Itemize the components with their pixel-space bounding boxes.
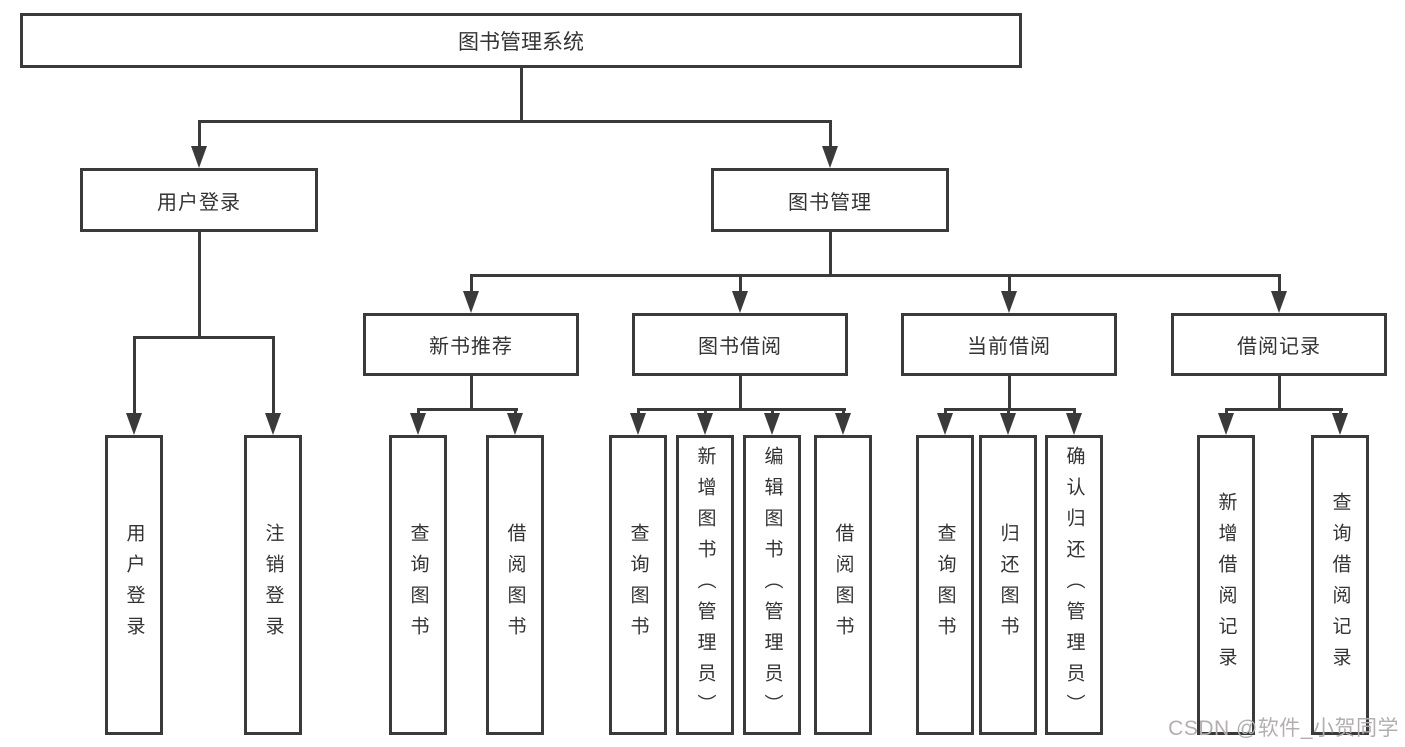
leaf-logout: 注销登录 [244,435,302,735]
csdn-watermark: CSDN @软件_小贺同学 [1168,717,1399,740]
connector-line [1277,274,1281,293]
connector-line [519,68,523,120]
arrowhead-icon [410,413,426,435]
leaf-borrow-books: 借阅图书 [814,435,872,735]
connector-line [416,408,518,411]
leaf-borrow-books-recommend: 借阅图书 [486,435,544,735]
connector-line [1007,274,1011,293]
arrowhead-icon [1271,291,1287,313]
connector-line [197,232,201,336]
connector-line [132,336,275,339]
leaf-query-books-current: 查询图书 [916,435,974,735]
connector-line [1072,408,1076,416]
arrowhead-icon [191,146,207,168]
leaf-query-books-recommend: 查询图书 [389,435,447,735]
node-borrowing-records: 借阅记录 [1171,313,1387,376]
connector-line [636,408,846,411]
connector-line [197,120,832,123]
connector-line [271,336,275,415]
connector-line [469,376,473,408]
node-book-management: 图书管理 [711,168,949,232]
arrowhead-icon [835,413,851,435]
connector-line [1007,376,1011,408]
arrowhead-icon [630,413,646,435]
leaf-add-books-admin: 新增图书（管理员） [676,435,734,735]
arrowhead-icon [1218,413,1234,435]
connector-line [943,408,1076,411]
node-current-borrowing: 当前借阅 [901,313,1117,376]
node-user-login: 用户登录 [80,168,318,232]
connector-line [132,336,136,415]
connector-line [416,408,420,416]
arrowhead-icon [126,413,142,435]
leaf-edit-books-admin: 编辑图书（管理员） [743,435,801,735]
node-book-borrowing: 图书借阅 [632,313,848,376]
arrowhead-icon [463,291,479,313]
arrowhead-icon [822,146,838,168]
arrowhead-icon [937,413,953,435]
leaf-return-books: 归还图书 [979,435,1037,735]
arrowhead-icon [507,413,523,435]
connector-line [513,408,517,416]
arrowhead-icon [1001,291,1017,313]
connector-line [943,408,947,416]
leaf-query-books-borrowing: 查询图书 [609,435,667,735]
arrowhead-icon [265,413,281,435]
arrowhead-icon [697,413,713,435]
connector-line [738,376,742,408]
arrowhead-icon [1332,413,1348,435]
arrowhead-icon [764,413,780,435]
connector-line [770,408,774,416]
connector-line [828,120,832,150]
connector-line [828,232,832,274]
connector-line [197,120,201,150]
connector-line [1338,408,1342,416]
connector-line [1224,408,1228,416]
connector-line [703,408,707,416]
leaf-confirm-return-admin: 确认归还（管理员） [1045,435,1103,735]
connector-line [738,274,742,293]
connector-line [469,274,1281,277]
connector-line [1006,408,1010,416]
leaf-add-borrow-record: 新增借阅记录 [1197,435,1255,735]
leaf-user-login: 用户登录 [105,435,163,735]
connector-line [1224,408,1343,411]
connector-line [1277,376,1281,408]
connector-line [636,408,640,416]
leaf-query-borrow-record: 查询借阅记录 [1311,435,1369,735]
connector-line [469,274,473,293]
connector-line [841,408,845,416]
node-library-management-system: 图书管理系统 [20,13,1022,68]
arrowhead-icon [732,291,748,313]
node-new-book-recommendation: 新书推荐 [363,313,579,376]
arrowhead-icon [1066,413,1082,435]
arrowhead-icon [1000,413,1016,435]
